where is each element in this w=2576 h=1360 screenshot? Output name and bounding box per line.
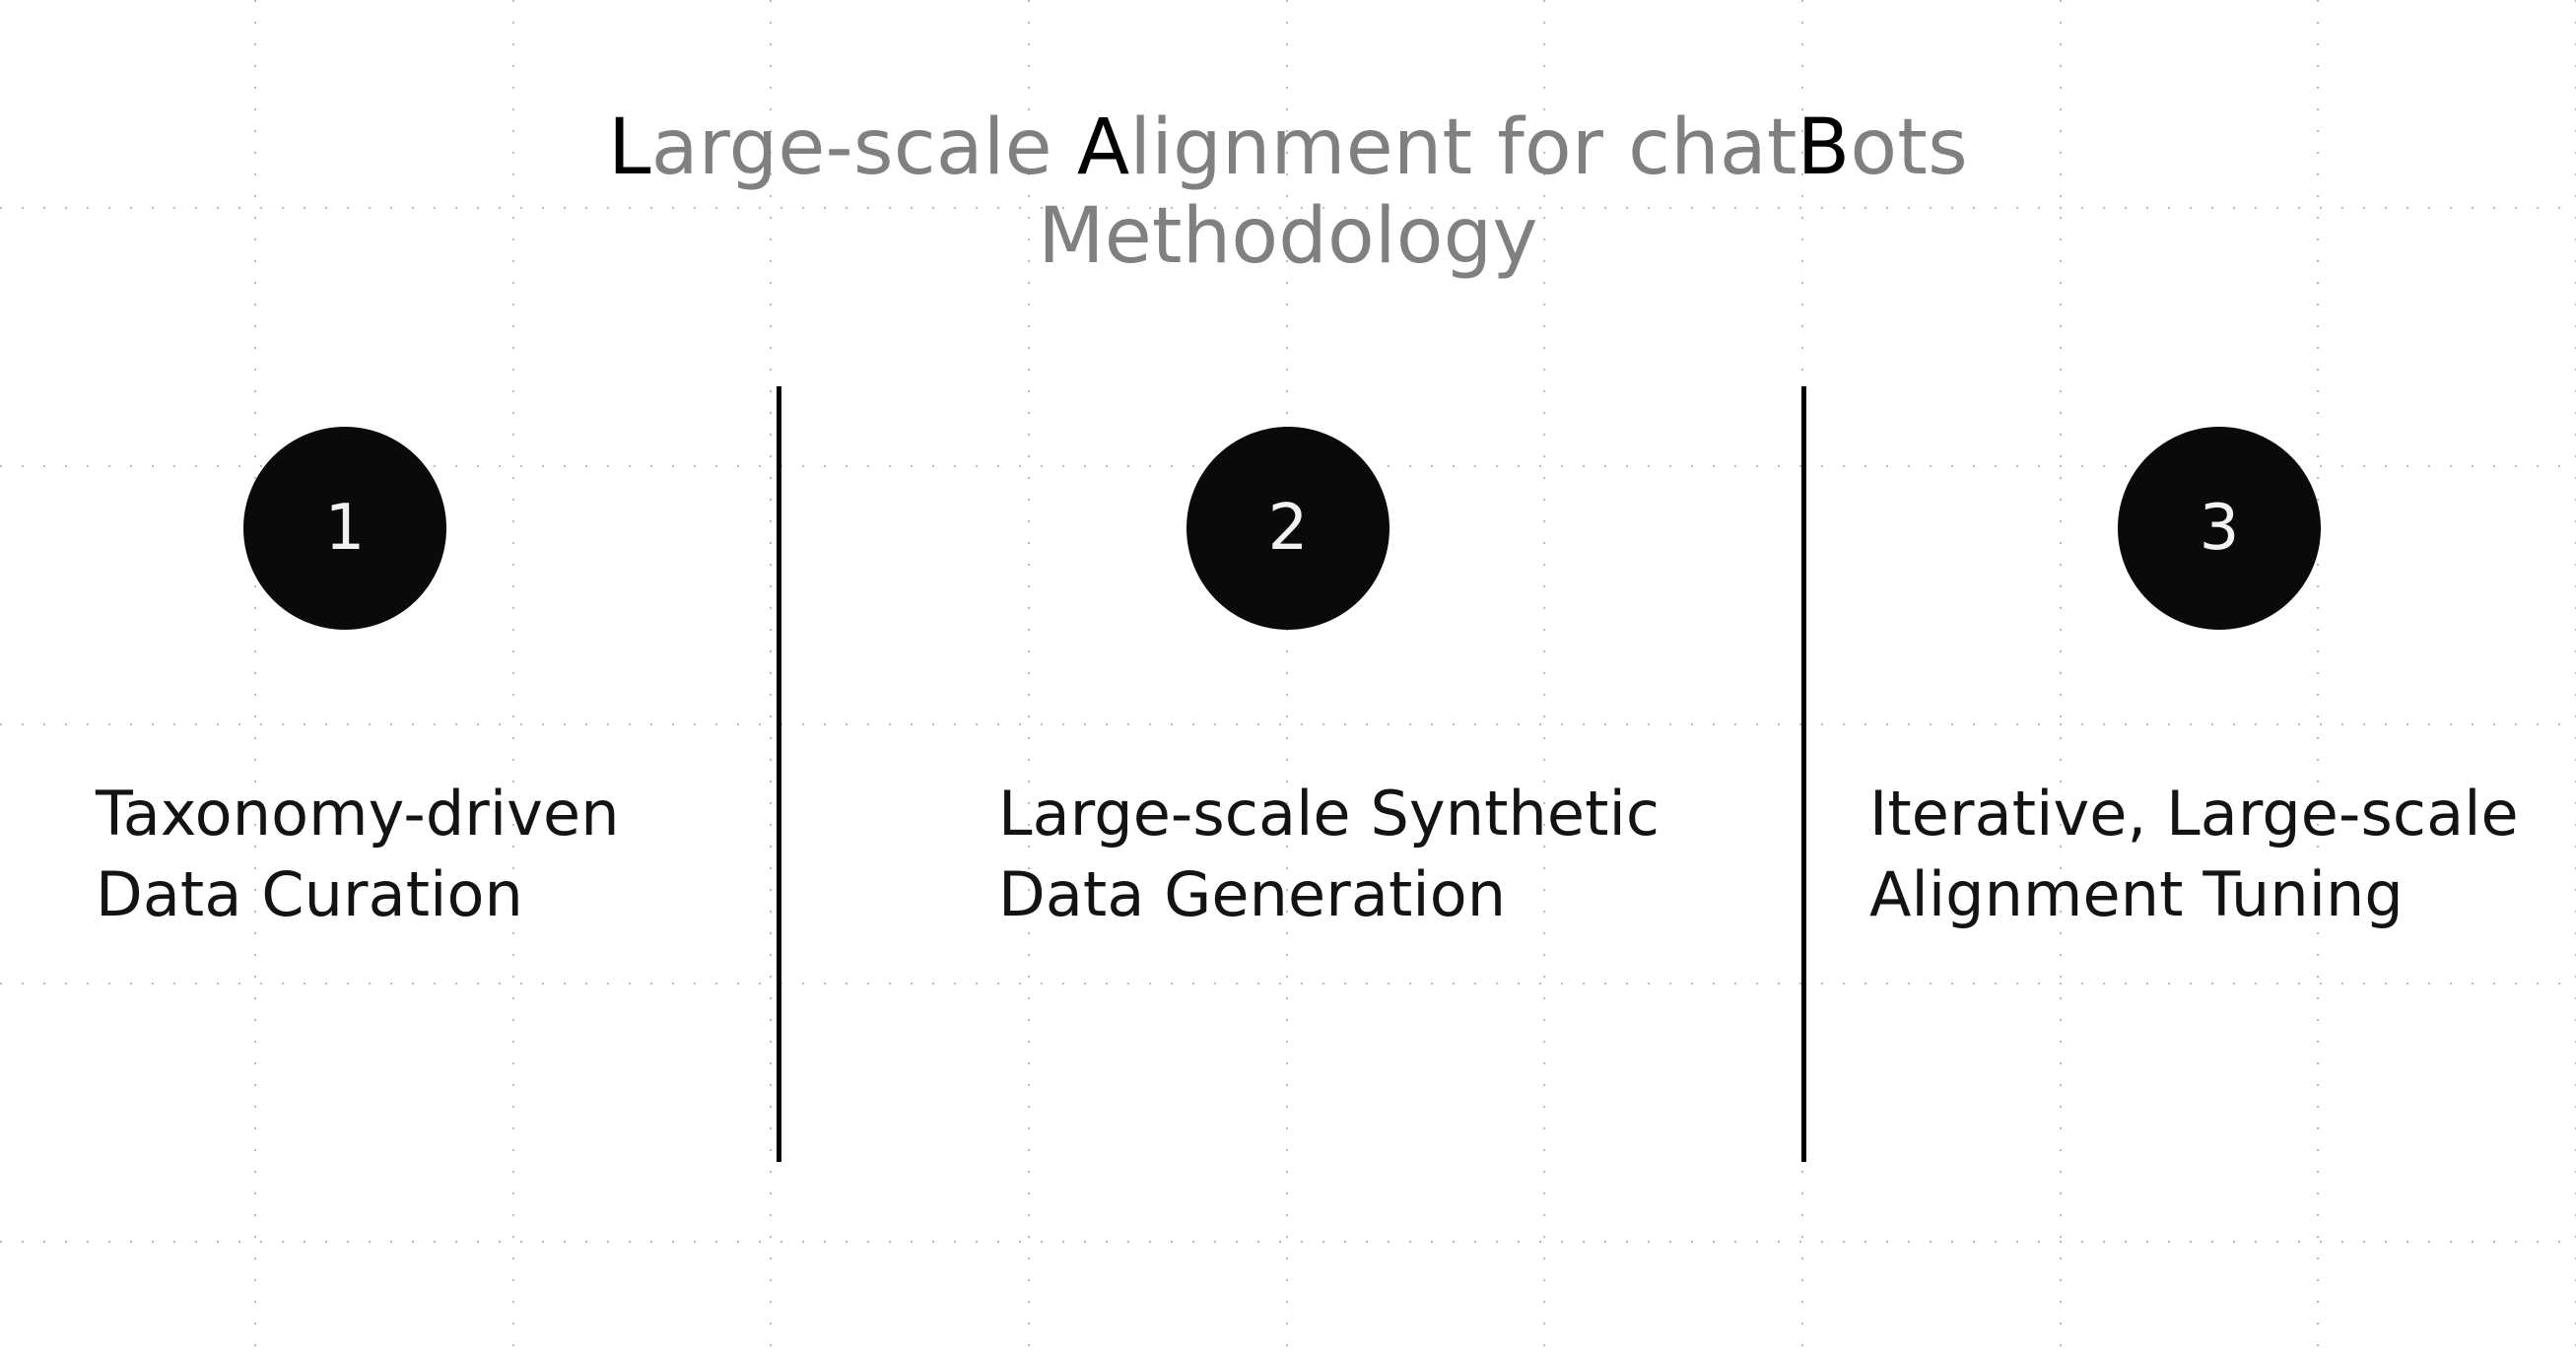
step-badge-2[interactable]: 2	[1186, 427, 1390, 630]
grid-hline-4	[0, 1241, 2576, 1243]
title-highlight-letter-0: L	[608, 103, 651, 192]
step-badge-3[interactable]: 3	[2118, 427, 2321, 630]
grid-vline-5	[1543, 0, 1545, 1360]
step-number-2: 2	[1267, 492, 1309, 565]
grid-hline-3	[0, 983, 2576, 985]
grid-vline-4	[1286, 0, 1288, 1360]
grid-vline-3	[1028, 0, 1030, 1360]
grid-hline-2	[0, 723, 2576, 725]
grid-vline-1	[512, 0, 514, 1360]
title-text-run-3: lignment for chat	[1129, 103, 1797, 192]
title-highlight-letter-2: A	[1076, 103, 1130, 192]
title-highlight-letter-4: B	[1796, 103, 1851, 192]
grid-vline-8	[2317, 0, 2319, 1360]
step-caption-2: Large-scale Synthetic Data Generation	[998, 778, 1661, 930]
grid-vline-2	[770, 0, 772, 1360]
grid-vline-0	[254, 0, 256, 1360]
column-divider-2	[1801, 386, 1806, 1162]
step-caption-3: Iterative, Large-scale Alignment Tuning	[1869, 778, 2519, 930]
grid-vline-7	[2060, 0, 2062, 1360]
step-number-1: 1	[324, 492, 366, 565]
title-line-secondary: Methodology	[1038, 192, 1538, 282]
column-divider-1	[777, 386, 781, 1162]
title-text-run-5: ots	[1850, 103, 1968, 192]
grid-hline-0	[0, 207, 2576, 209]
page-title: Large-scale Alignment for chatBots Metho…	[0, 103, 2576, 282]
step-number-3: 3	[2199, 492, 2240, 565]
title-line-primary: Large-scale Alignment for chatBots	[0, 103, 2576, 192]
step-caption-1: Taxonomy-driven Data Curation	[96, 778, 620, 930]
title-text-run-1: arge-scale	[650, 103, 1077, 192]
step-badge-1[interactable]: 1	[243, 427, 446, 630]
